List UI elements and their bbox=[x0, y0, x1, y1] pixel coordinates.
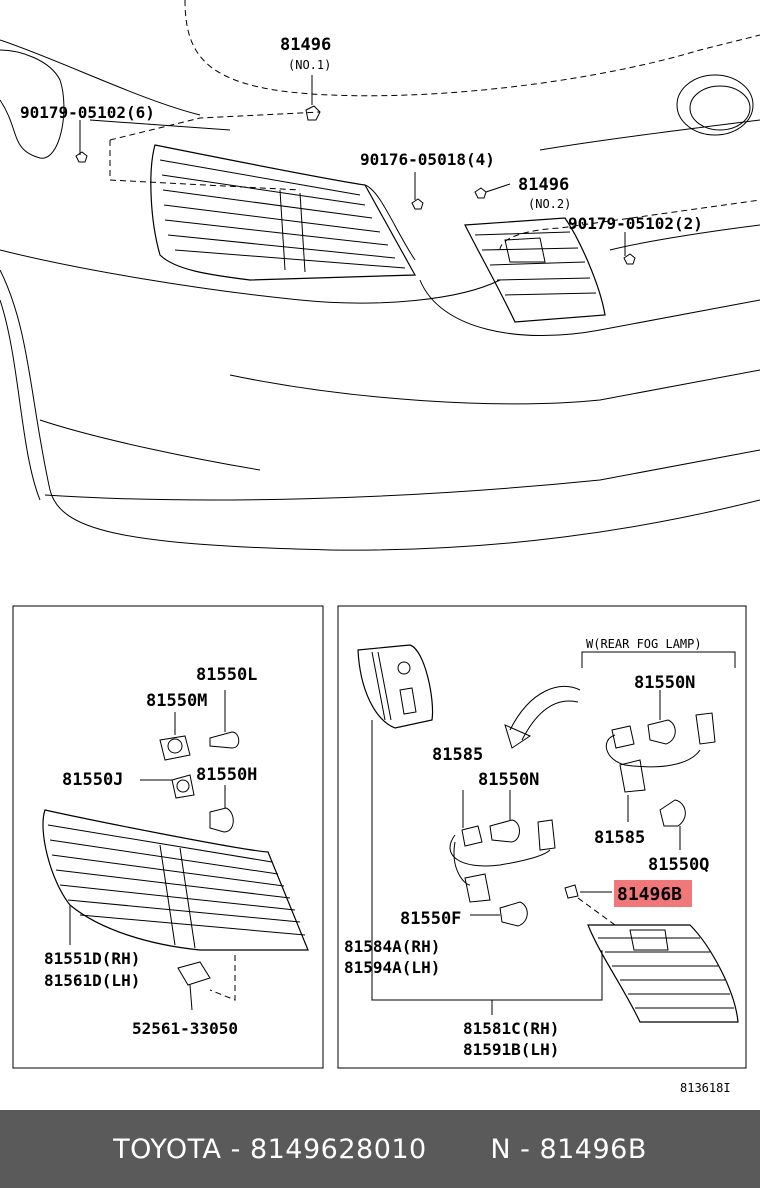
brand-name: TOYOTA bbox=[113, 1133, 222, 1165]
clip-icon bbox=[305, 105, 321, 121]
callout-81496-no1-sub: (NO.1) bbox=[288, 58, 331, 72]
part-81585: 81585 bbox=[432, 745, 483, 765]
part-81550L: 81550L bbox=[196, 665, 257, 685]
callout-81496-no2: 81496 bbox=[518, 175, 569, 195]
part-81496B-highlighted: 81496B bbox=[617, 884, 682, 905]
part-81550N: 81550N bbox=[478, 770, 539, 790]
part-81594A-lh: 81594A(LH) bbox=[344, 958, 440, 977]
separator: - bbox=[511, 1133, 540, 1165]
part-81561D-lh: 81561D(LH) bbox=[44, 971, 140, 990]
socket-icon bbox=[159, 712, 191, 761]
bulb-icon bbox=[209, 785, 234, 833]
part-81551D-rh: 81551D(RH) bbox=[44, 949, 140, 968]
bolt-icon bbox=[623, 253, 636, 265]
parts-diagram: 81496 (NO.1) 90179-05102(6) 90176-05018(… bbox=[0, 0, 760, 1095]
spacer bbox=[427, 1134, 491, 1165]
tail-lamp-outer-top bbox=[150, 144, 417, 281]
ref-part-number: 81496B bbox=[539, 1133, 647, 1165]
gasket-icon bbox=[357, 644, 434, 729]
part-81550J: 81550J bbox=[62, 770, 123, 790]
separator: - bbox=[221, 1133, 250, 1165]
clip-icon bbox=[177, 961, 211, 1011]
part-footer-bar: TOYOTA - 8149628010 N - 81496B bbox=[0, 1110, 760, 1188]
left-panel-frame bbox=[12, 605, 324, 1069]
part-81550M: 81550M bbox=[146, 691, 207, 711]
tail-lamp-outer-detail bbox=[42, 809, 309, 951]
tail-lamp-inner-top bbox=[464, 217, 606, 323]
arrow-icon bbox=[504, 685, 581, 749]
tail-lamp-inner-detail bbox=[587, 924, 739, 1023]
bolt-icon bbox=[411, 198, 424, 210]
callout-90179-6: 90179-05102(6) bbox=[20, 103, 155, 122]
rear-fog-lamp-note: W(REAR FOG LAMP) bbox=[586, 637, 702, 651]
car-body-outline bbox=[0, 0, 760, 551]
bulb-icon bbox=[659, 799, 686, 850]
wire-harness-icon bbox=[449, 790, 556, 903]
socket-icon bbox=[171, 774, 195, 799]
part-81550H: 81550H bbox=[196, 765, 257, 785]
highlight-box bbox=[614, 880, 692, 907]
part-81550N-fog: 81550N bbox=[634, 673, 695, 693]
callout-81496-no2-sub: (NO.2) bbox=[528, 197, 571, 211]
ref-prefix: N bbox=[490, 1133, 512, 1165]
clip-icon bbox=[564, 884, 612, 899]
right-panel-frame bbox=[337, 605, 747, 1069]
bulb-icon bbox=[470, 901, 528, 927]
fog-lamp-harness-icon bbox=[605, 690, 716, 822]
clip-icon bbox=[474, 187, 487, 199]
part-81581C-rh: 81581C(RH) bbox=[463, 1019, 559, 1038]
part-number: 8149628010 bbox=[249, 1133, 427, 1165]
part-52561-33050: 52561-33050 bbox=[132, 1019, 238, 1038]
bulb-icon bbox=[209, 690, 240, 749]
part-81591B-lh: 81591B(LH) bbox=[463, 1040, 559, 1059]
part-81550F: 81550F bbox=[400, 909, 461, 929]
part-81550Q: 81550Q bbox=[648, 855, 709, 875]
part-81585-fog: 81585 bbox=[594, 828, 645, 848]
callout-90179-2: 90179-05102(2) bbox=[568, 214, 703, 233]
diagram-id: 813618I bbox=[680, 1081, 731, 1095]
bolt-icon bbox=[75, 151, 88, 163]
callout-81496-no1: 81496 bbox=[280, 35, 331, 55]
part-81584A-rh: 81584A(RH) bbox=[344, 937, 440, 956]
callout-90176: 90176-05018(4) bbox=[360, 150, 495, 169]
